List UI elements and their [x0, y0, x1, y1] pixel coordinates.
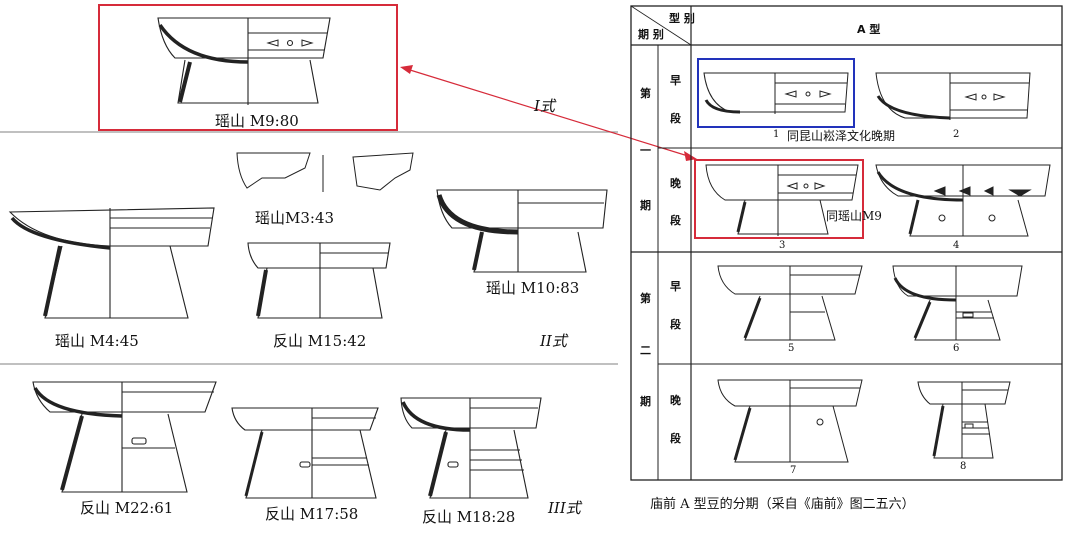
period-1-char-2: 一 [640, 144, 651, 157]
caption-fanshan-m17-58: 反山 M17:58 [265, 505, 359, 523]
early-phase-highlight-box [697, 58, 855, 128]
vessel-yaoshan-m4-45 [8, 207, 215, 319]
period-1-char-1: 第 [640, 87, 651, 100]
type-III-label: III式 [548, 499, 581, 517]
figure-number-2: 2 [953, 129, 960, 140]
note-kunshan-songze: 同昆山崧泽文化晚期 [787, 129, 896, 143]
vessel-yaoshan-m3-43 [236, 152, 414, 192]
vessel-fanshan-m18-28 [400, 397, 542, 499]
phase-2-2-char-2: 段 [670, 432, 681, 445]
figure-number-5: 5 [788, 343, 795, 354]
caption-yaoshan-m4-45: 瑶山 M4:45 [55, 332, 139, 350]
vessel-fanshan-m15-42 [247, 242, 391, 319]
table-column-header: A 型 [857, 23, 881, 36]
table-vessel-4 [875, 164, 1051, 237]
table-vessel-7 [717, 379, 863, 463]
figure-number-4: 4 [953, 240, 960, 251]
late-phase-highlight-box [694, 159, 864, 239]
period-2-char-3: 期 [640, 395, 651, 408]
phase-2-2-char-1: 晚 [670, 394, 681, 407]
table-corner-period: 期 别 [638, 28, 664, 41]
type-I-label: I式 [534, 97, 555, 115]
figure-number-1: 1 [773, 129, 780, 140]
caption-yaoshan-m9-80: 瑶山 M9:80 [215, 112, 299, 130]
note-yaoshan-m9: 同瑶山M9 [826, 209, 882, 223]
vessel-yaoshan-m10-83 [436, 189, 608, 273]
phase-2-1-char-1: 早 [670, 280, 681, 293]
figure-number-8: 8 [960, 461, 967, 472]
vessel-yaoshan-m9-80 [157, 17, 331, 105]
table-vessel-3 [705, 164, 859, 236]
figure-number-3: 3 [779, 240, 786, 251]
vessel-fanshan-m22-61 [32, 381, 217, 493]
caption-yaoshan-m3-43: 瑶山M3:43 [255, 209, 335, 227]
period-1-char-3: 期 [640, 199, 651, 212]
caption-fanshan-m15-42: 反山 M15:42 [273, 332, 367, 350]
phase-1-1-char-2: 段 [670, 112, 681, 125]
periodization-table [630, 5, 1063, 481]
period-2-char-2: 二 [640, 344, 651, 357]
vessel-fanshan-m17-58 [231, 407, 379, 499]
phase-1-2-char-2: 段 [670, 214, 681, 227]
table-vessel-8 [917, 381, 1011, 459]
table-corner-type: 型 别 [669, 12, 695, 25]
type-I-highlight-box [98, 4, 398, 131]
figure-number-7: 7 [790, 465, 797, 476]
table-caption: 庙前 A 型豆的分期（采自《庙前》图二五六） [650, 497, 915, 512]
table-vessel-1 [703, 72, 849, 114]
table-vessel-5 [717, 265, 863, 341]
table-vessel-2 [875, 72, 1031, 120]
phase-2-1-char-2: 段 [670, 318, 681, 331]
phase-1-2-char-1: 晚 [670, 177, 681, 190]
type-II-label: II式 [540, 332, 567, 350]
table-vessel-6 [892, 265, 1023, 341]
caption-fanshan-m18-28: 反山 M18:28 [422, 508, 516, 526]
figure-number-6: 6 [953, 343, 960, 354]
caption-fanshan-m22-61: 反山 M22:61 [80, 499, 174, 517]
caption-yaoshan-m10-83: 瑶山 M10:83 [486, 279, 580, 297]
phase-1-1-char-1: 早 [670, 74, 681, 87]
period-2-char-1: 第 [640, 292, 651, 305]
